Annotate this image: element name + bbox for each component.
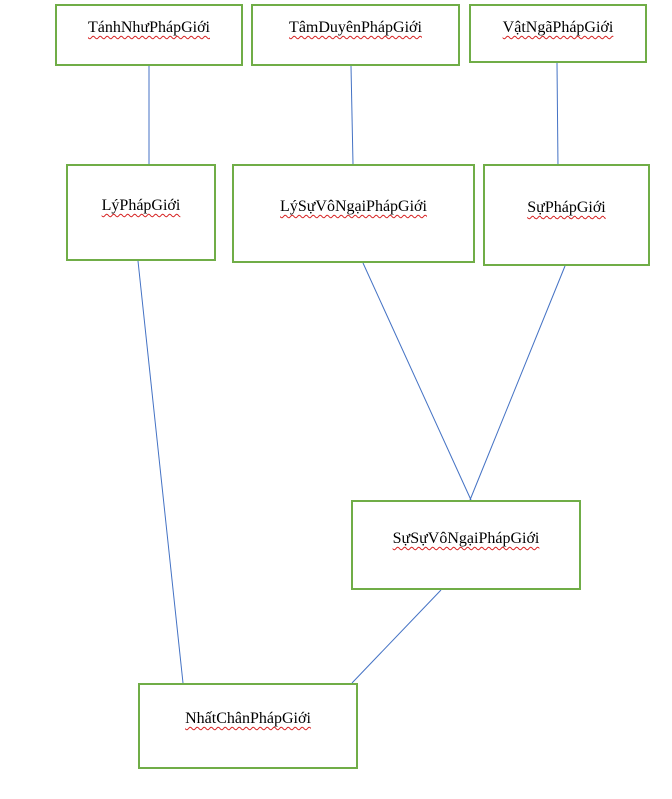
node-tam-duyen-phap-gioi: TâmDuyênPhápGiới: [251, 4, 460, 66]
node-label: SựPhápGiới: [527, 199, 606, 216]
node-label: VậtNgãPhápGiới: [502, 19, 614, 36]
edge-su-to-susu: [469, 265, 566, 501]
node-ly-phap-gioi: LýPhápGiới: [66, 164, 216, 261]
node-vat-nga-phap-gioi: VậtNgãPhápGiới: [469, 4, 647, 63]
edge-ly-to-nhatchan: [137, 260, 184, 684]
node-label: SựSựVôNgạiPhápGiới: [392, 530, 540, 547]
edge-vatnga-to-su: [556, 62, 559, 169]
node-nhat-chan-phap-gioi: NhấtChânPhápGiới: [138, 683, 358, 769]
edge-susu-to-nhatchan: [351, 589, 442, 684]
node-tanh-nhu-phap-gioi: TánhNhưPhápGiới: [55, 4, 243, 66]
node-label: TâmDuyênPhápGiới: [289, 19, 422, 36]
node-label: LýSựVôNgạiPhápGiới: [280, 198, 427, 215]
node-label: LýPhápGiới: [101, 197, 181, 214]
node-label: NhấtChânPhápGiới: [185, 710, 311, 727]
node-ly-su-vo-ngai-phap-gioi: LýSựVôNgạiPhápGiới: [232, 164, 475, 263]
node-su-su-vo-ngai-phap-gioi: SựSựVôNgạiPhápGiới: [351, 500, 581, 590]
node-su-phap-gioi: SựPhápGiới: [483, 164, 650, 266]
edge-tamduyen-to-lysu: [350, 65, 354, 165]
node-label: TánhNhưPhápGiới: [87, 19, 210, 36]
edge-lysu-to-susu: [362, 262, 472, 501]
